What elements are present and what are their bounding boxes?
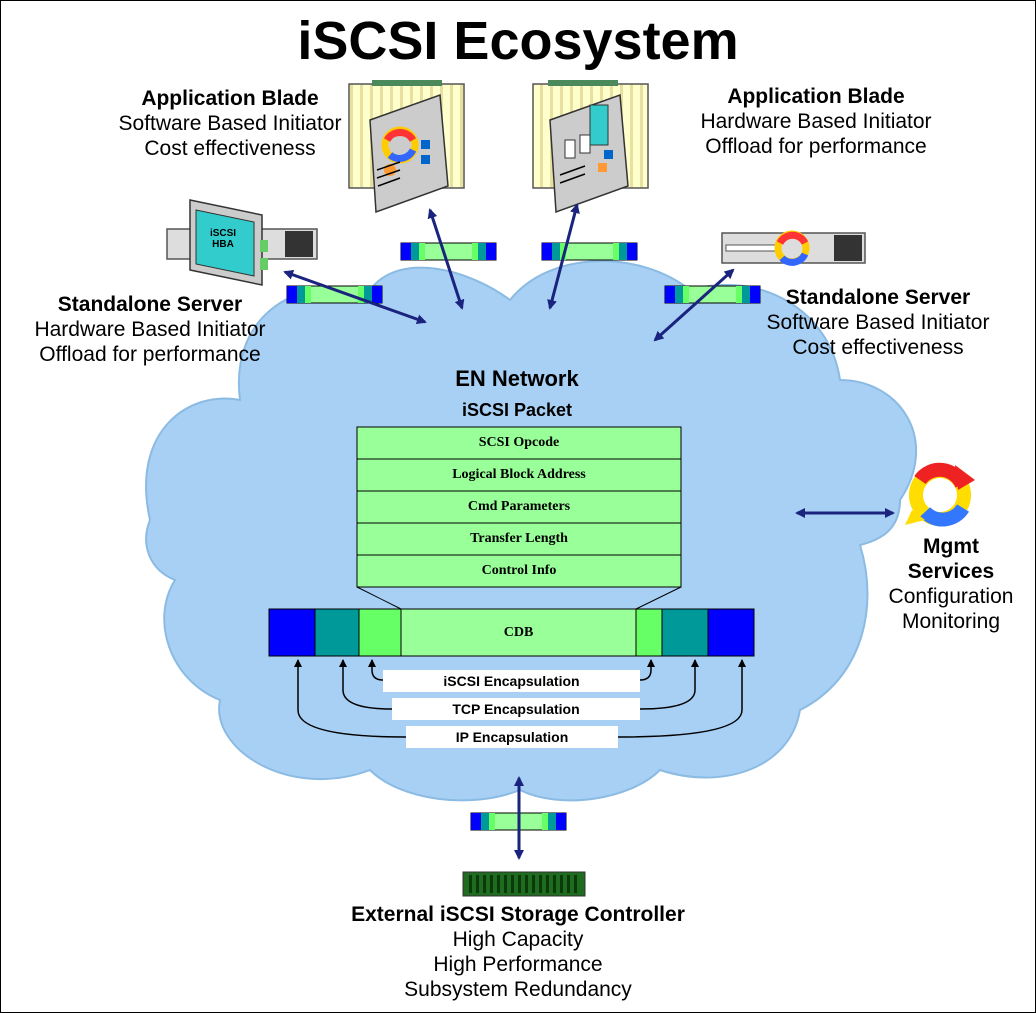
blade-sw-line2: Cost effectiveness [144,137,316,160]
packet-field-control: Control Info [481,563,557,578]
storage-controller-icon [462,871,586,897]
blade-hw-line2: Offload for performance [705,135,927,158]
mgmt-line1: Configuration [888,585,1014,608]
storage-line1: High Capacity [452,928,584,951]
blade-hw-line1: Hardware Based Initiator [700,110,932,133]
storage-label: External iSCSI Storage Controller High C… [318,902,718,1002]
iscsi-encapsulation-label: iSCSI Encapsulation [383,670,640,692]
cdb-label: CDB [503,625,534,640]
blade-hw-heading: Application Blade [727,85,905,108]
application-blade-sw-chassis [348,80,465,214]
storage-line2: High Performance [433,953,603,976]
blade-sw-line1: Software Based Initiator [118,112,342,135]
server-hw-label: Standalone Server Hardware Based Initiat… [10,292,290,367]
connection-arrows [283,203,895,860]
packet-bar-blade-hw [541,242,638,261]
page-title: iSCSI Ecosystem [297,11,739,71]
encapsulation-brackets [294,659,746,738]
application-blade-hw-chassis [532,80,649,214]
packet-title: iSCSI Packet [461,400,573,420]
packet-bar-blade-sw [400,242,497,261]
mgmt-heading-2: Services [907,560,995,583]
hba-card-label-2: HBA [212,239,234,250]
management-services-icon [905,462,975,527]
packet-field-length: Transfer Length [470,531,568,546]
packet-field-opcode: SCSI Opcode [478,435,560,450]
tcp-encapsulation-label: TCP Encapsulation [392,698,640,720]
server-hw-heading: Standalone Server [57,293,243,316]
network-name: EN Network [455,366,579,391]
standalone-server-sw-box [721,230,866,266]
blade-sw-heading: Application Blade [141,87,319,110]
hba-card-label: iSCSI HBA [203,228,243,250]
mgmt-label: Mgmt Services Configuration Monitoring [870,534,1032,634]
hba-card-label-1: iSCSI [209,228,237,239]
encapsulated-frame [268,608,755,657]
packet-field-params: Cmd Parameters [467,499,571,514]
mgmt-line2: Monitoring [901,610,1001,633]
server-hw-line2: Offload for performance [39,343,261,366]
storage-line3: Subsystem Redundancy [404,978,632,1001]
software-initiator-icon [774,230,810,266]
blade-sw-label: Application Blade Software Based Initiat… [95,86,365,161]
server-sw-line2: Cost effectiveness [792,336,964,359]
server-sw-heading: Standalone Server [785,286,971,309]
iscsi-packet-fields [356,426,682,610]
standalone-server-hw-box [166,199,318,286]
ip-encapsulation-label: IP Encapsulation [406,726,618,748]
server-sw-line1: Software Based Initiator [766,311,990,334]
packet-field-lba: Logical Block Address [452,467,586,482]
storage-heading: External iSCSI Storage Controller [351,903,685,926]
server-hw-line1: Hardware Based Initiator [34,318,266,341]
blade-hw-label: Application Blade Hardware Based Initiat… [676,84,956,159]
mgmt-heading-1: Mgmt [923,535,979,558]
software-initiator-icon [381,126,419,164]
server-sw-label: Standalone Server Software Based Initiat… [742,285,1014,360]
